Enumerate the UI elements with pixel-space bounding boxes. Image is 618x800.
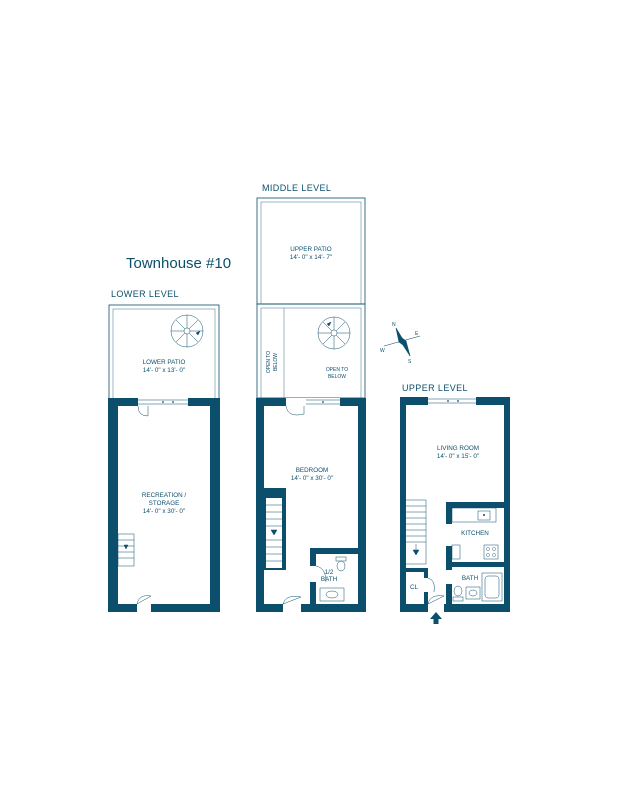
middle-level-plan xyxy=(256,197,366,612)
living-room-name: LIVING ROOM xyxy=(437,445,479,452)
recreation-name-2: STORAGE xyxy=(149,500,180,507)
upper-patio-name: UPPER PATIO xyxy=(290,246,332,253)
open-area-outline xyxy=(256,303,366,399)
lower-level-label: LOWER LEVEL xyxy=(111,289,179,299)
half-bath-line2: BATH xyxy=(321,576,338,583)
compass-s: S xyxy=(408,359,412,365)
recreation-floor xyxy=(118,406,210,604)
entry-arrow-icon xyxy=(430,612,442,624)
toilet-middle xyxy=(335,556,347,572)
closet-name: CL xyxy=(410,584,419,591)
middle-level-label: MIDDLE LEVEL xyxy=(262,183,331,193)
open-left-line2: BELOW xyxy=(273,353,279,371)
open-right-line1: OPEN TO xyxy=(326,367,348,373)
bedroom-name: BEDROOM xyxy=(296,467,329,474)
half-bath-line1: 1/2 xyxy=(325,569,334,576)
sink-upper xyxy=(465,586,481,600)
upper-level-plan xyxy=(400,397,510,612)
recreation-name-1: RECREATION / xyxy=(142,492,187,499)
sink-middle xyxy=(319,587,345,602)
upper-patio-dims: 14'- 0" x 14'- 7" xyxy=(290,254,332,261)
stair-middle xyxy=(266,504,282,562)
bath-name: BATH xyxy=(462,575,479,582)
plan-title: Townhouse #10 xyxy=(126,255,231,272)
toilet-upper xyxy=(452,585,464,602)
stair-upper xyxy=(406,499,427,565)
living-room-dims: 14'- 0" x 15'- 0" xyxy=(437,453,479,460)
kitchen-name: KITCHEN xyxy=(461,530,489,537)
compass-icon xyxy=(383,327,421,357)
kitchen-sink xyxy=(477,510,491,521)
compass-n: N xyxy=(392,322,396,328)
lower-patio-dims: 14'- 0" x 13'- 0" xyxy=(143,367,185,374)
stove xyxy=(483,544,499,560)
lower-patio-inner xyxy=(112,308,216,400)
open-right-line2: BELOW xyxy=(328,374,346,380)
lower-level-plan xyxy=(108,304,220,612)
recreation-dims: 14'- 0" x 30'- 0" xyxy=(143,508,185,515)
compass-e: E xyxy=(415,331,419,337)
bedroom-dims: 14'- 0" x 30'- 0" xyxy=(291,475,333,482)
bathtub xyxy=(481,572,503,602)
refrigerator xyxy=(451,544,461,560)
spiral-stair-lower xyxy=(170,314,204,348)
open-left-line1: OPEN TO xyxy=(266,351,272,373)
compass-w: W xyxy=(380,348,385,354)
lower-patio-outline xyxy=(108,304,220,400)
upper-level-label: UPPER LEVEL xyxy=(402,383,468,393)
spiral-stair-middle xyxy=(317,316,351,350)
stair-lower xyxy=(117,533,135,567)
lower-patio-name: LOWER PATIO xyxy=(143,359,186,366)
